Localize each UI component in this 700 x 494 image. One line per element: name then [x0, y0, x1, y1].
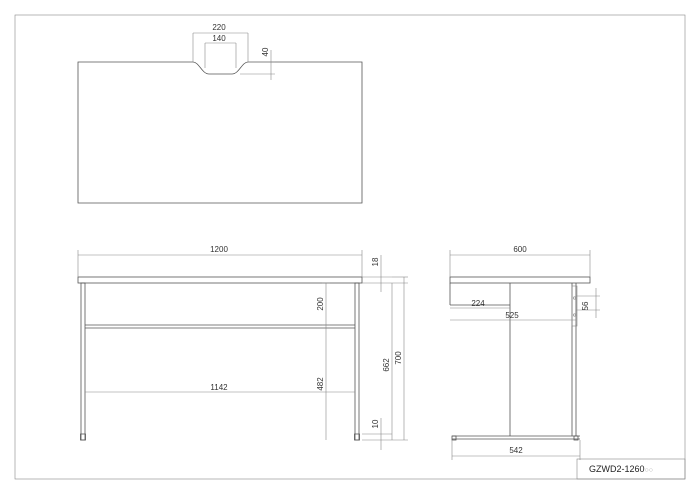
dim-notch-depth: 40 — [261, 47, 270, 56]
model-code: GZWD2-1260○○ — [589, 464, 653, 474]
dim-upper-gap: 200 — [316, 297, 325, 311]
dim-overall-height: 700 — [394, 351, 403, 365]
dim-offset-525: 525 — [505, 311, 519, 320]
dim-foot-height: 10 — [371, 419, 380, 428]
side-desktop — [449, 276, 591, 284]
dim-lower-height: 482 — [316, 377, 325, 391]
dim-offset-224: 224 — [471, 299, 485, 308]
dim-base-depth: 542 — [509, 446, 523, 455]
top-view: 220 140 40 — [77, 23, 363, 204]
sheet-border — [14, 14, 686, 480]
front-left-leg — [80, 282, 86, 441]
dim-notch-outer: 220 — [212, 23, 226, 32]
dim-leg-height: 662 — [382, 358, 391, 372]
front-view: 1200 1142 200 482 18 10 662 700 — [77, 245, 408, 450]
title-block: GZWD2-1260○○ — [576, 458, 686, 480]
dim-notch-inner: 140 — [212, 34, 226, 43]
dim-top-thickness: 18 — [371, 257, 380, 266]
dim-inner-width: 1142 — [210, 383, 228, 392]
dim-rail-height: 56 — [581, 301, 590, 310]
front-desktop — [77, 276, 363, 284]
side-view: 600 224 525 56 542 — [449, 245, 600, 460]
front-right-leg — [354, 282, 360, 441]
dim-overall-depth: 600 — [513, 245, 527, 254]
dim-overall-width: 1200 — [210, 245, 228, 254]
desktop-outline — [77, 61, 363, 204]
